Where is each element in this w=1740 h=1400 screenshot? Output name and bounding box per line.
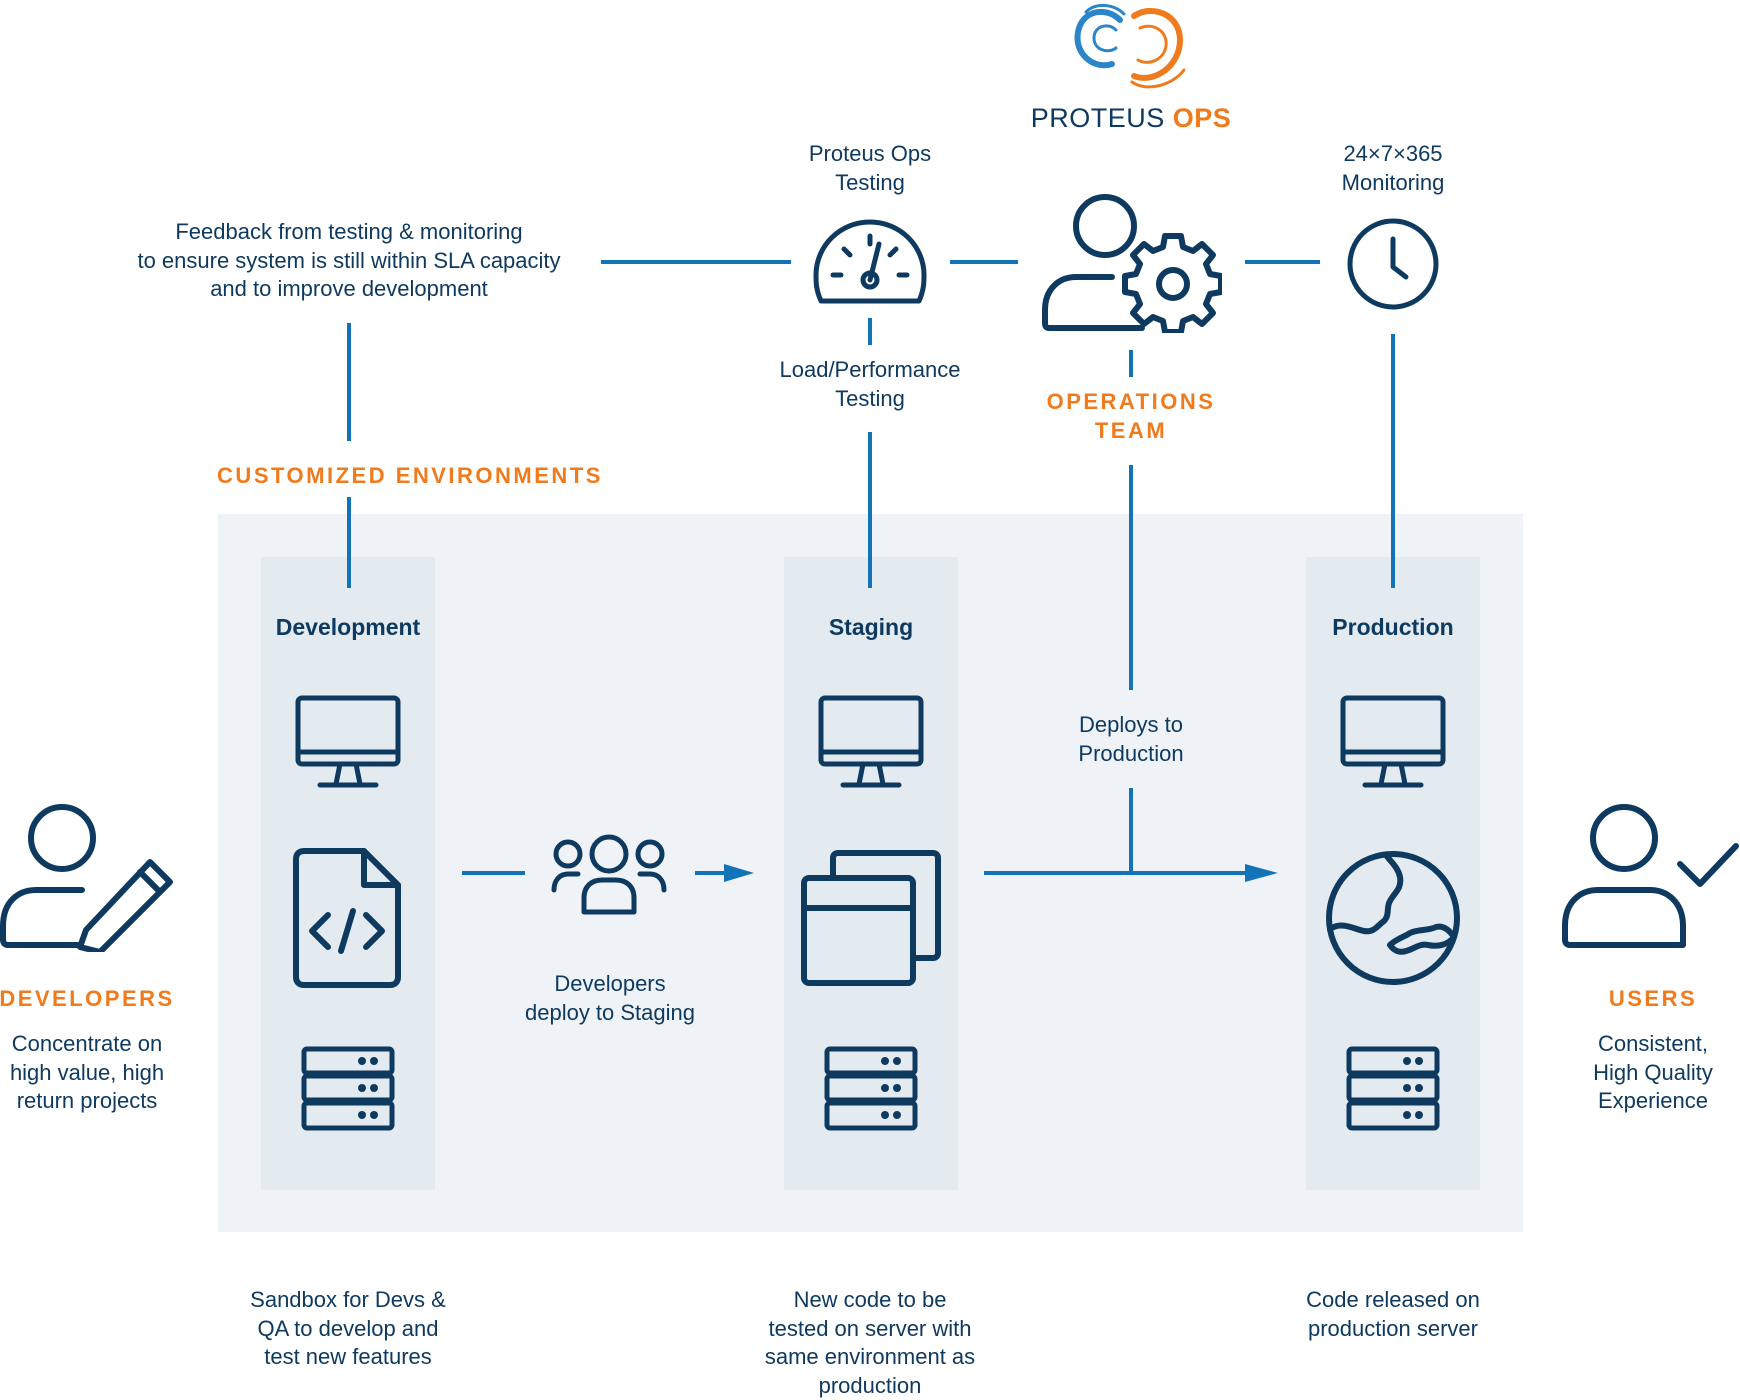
staging-header: Staging <box>781 613 961 642</box>
monitoring-label: 24×7×365 Monitoring <box>1293 140 1493 197</box>
staging-desc-line-3: same environment as <box>741 1343 999 1372</box>
proteus-ops-logo-icon <box>1068 0 1198 92</box>
group-icon <box>550 832 668 918</box>
operations-team-label: OPERATIONS TEAM <box>1020 388 1242 445</box>
testing-label: Proteus Ops Testing <box>770 140 970 197</box>
monitor-icon <box>817 694 925 790</box>
stacked-windows-icon <box>799 848 943 988</box>
deploy-staging-label: Developers deploy to Staging <box>500 970 720 1027</box>
developers-desc-line-3: return projects <box>0 1087 180 1116</box>
staging-desc-line-2: tested on server with <box>741 1315 999 1344</box>
users-description: Consistent, High Quality Experience <box>1560 1030 1740 1116</box>
production-description: Code released on production server <box>1264 1286 1522 1343</box>
dev-desc-line-1: Sandbox for Devs & <box>219 1286 477 1315</box>
prod-desc-line-1: Code released on <box>1264 1286 1522 1315</box>
monitoring-line-2: Monitoring <box>1293 169 1493 198</box>
staging-desc-line-4: production <box>741 1372 999 1400</box>
deploy-production-line-2: Production <box>1031 740 1231 769</box>
monitoring-line-1: 24×7×365 <box>1293 140 1493 169</box>
dev-desc-line-2: QA to develop and <box>219 1315 477 1344</box>
developers-description: Concentrate on high value, high return p… <box>0 1030 180 1116</box>
brand-name-part2: OPS <box>1173 103 1232 133</box>
deploy-staging-line-1: Developers <box>500 970 720 999</box>
developers-title: DEVELOPERS <box>0 985 182 1014</box>
staging-description: New code to be tested on server with sam… <box>741 1286 999 1400</box>
load-testing-label: Load/Performance Testing <box>750 356 990 413</box>
customized-environments-title: CUSTOMIZED ENVIRONMENTS <box>210 462 610 491</box>
development-description: Sandbox for Devs & QA to develop and tes… <box>219 1286 477 1372</box>
dev-desc-line-3: test new features <box>219 1343 477 1372</box>
feedback-label: Feedback from testing & monitoring to en… <box>100 218 598 304</box>
developers-desc-line-2: high value, high <box>0 1059 180 1088</box>
speedometer-icon <box>813 218 927 308</box>
server-icon <box>1345 1045 1441 1133</box>
users-title: USERS <box>1560 985 1740 1014</box>
production-header: Production <box>1303 613 1483 642</box>
ops-line-1: OPERATIONS <box>1020 388 1242 417</box>
deploy-production-line-1: Deploys to <box>1031 711 1231 740</box>
monitor-icon <box>294 694 402 790</box>
deploy-production-label: Deploys to Production <box>1031 711 1231 768</box>
users-desc-line-2: High Quality <box>1560 1059 1740 1088</box>
prod-desc-line-2: production server <box>1264 1315 1522 1344</box>
globe-icon <box>1324 849 1462 987</box>
load-line-1: Load/Performance <box>750 356 990 385</box>
ops-line-2: TEAM <box>1020 417 1242 446</box>
feedback-line-1: Feedback from testing & monitoring <box>100 218 598 247</box>
user-check-icon <box>1562 802 1740 952</box>
testing-line-1: Proteus Ops <box>770 140 970 169</box>
developer-edit-icon <box>0 802 178 952</box>
feedback-line-2: to ensure system is still within SLA cap… <box>100 247 598 276</box>
load-line-2: Testing <box>750 385 990 414</box>
monitor-icon <box>1339 694 1447 790</box>
testing-line-2: Testing <box>770 169 970 198</box>
feedback-line-3: and to improve development <box>100 275 598 304</box>
development-header: Development <box>258 613 438 642</box>
brand-name-part1: PROTEUS <box>1031 103 1173 133</box>
staging-desc-line-1: New code to be <box>741 1286 999 1315</box>
brand-name: PROTEUS OPS <box>1000 102 1262 134</box>
users-desc-line-3: Experience <box>1560 1087 1740 1116</box>
clock-icon <box>1346 217 1440 311</box>
server-icon <box>300 1045 396 1133</box>
deploy-staging-line-2: deploy to Staging <box>500 999 720 1028</box>
server-icon <box>823 1045 919 1133</box>
code-file-icon <box>292 847 402 989</box>
users-desc-line-1: Consistent, <box>1560 1030 1740 1059</box>
operations-team-icon <box>1042 193 1222 333</box>
developers-desc-line-1: Concentrate on <box>0 1030 180 1059</box>
